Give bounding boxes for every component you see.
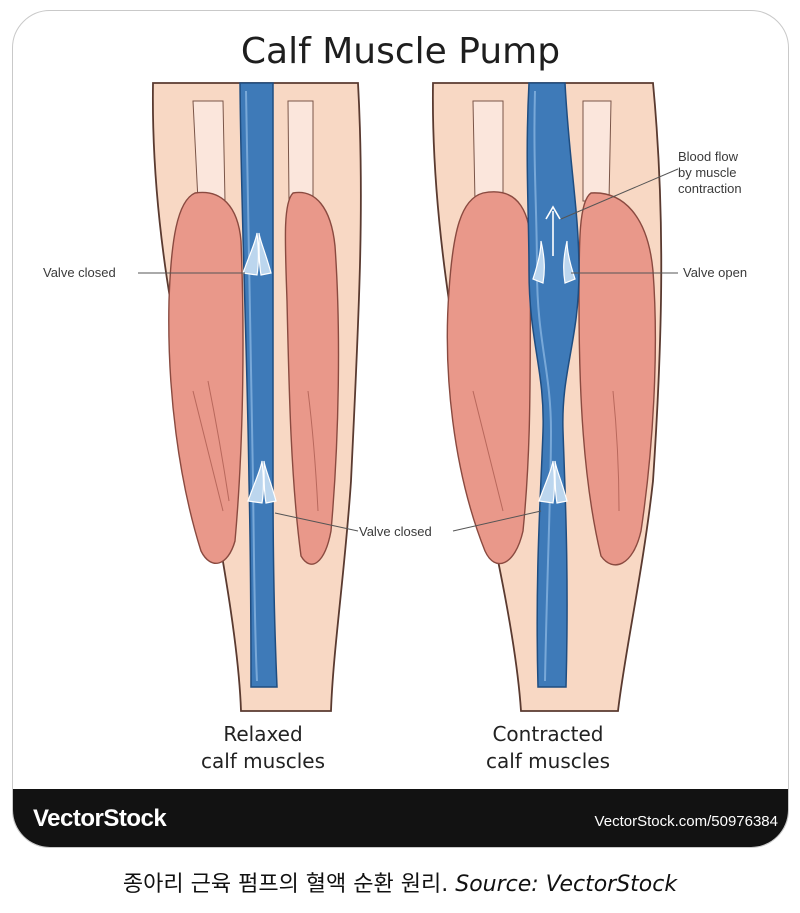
contracted-bone-left xyxy=(472,100,504,202)
contracted-bone-right xyxy=(582,100,612,202)
caption-korean: 종아리 근육 펌프의 혈액 순환 원리. xyxy=(122,872,449,897)
vectorstock-url: VectorStock.com/50976384 xyxy=(594,813,778,830)
relaxed-caption-line1: Relaxed xyxy=(223,722,303,746)
relaxed-caption-line2: calf muscles xyxy=(200,749,326,773)
label-blood-flow-line2: by muscle xyxy=(678,165,737,180)
relaxed-bone-left xyxy=(192,100,226,202)
contracted-vein xyxy=(526,82,580,688)
diagram-title: Calf Muscle Pump xyxy=(240,31,561,72)
contracted-muscle-striation xyxy=(472,390,620,512)
relaxed-valve-top xyxy=(242,232,272,276)
figure-caption: 종아리 근육 펌프의 혈액 순환 원리. Source: VectorStock xyxy=(0,866,800,898)
contracted-vein-highlight xyxy=(533,90,553,682)
contracted-caption-line1: Contracted xyxy=(492,722,604,746)
calf-pump-illustration xyxy=(138,82,679,712)
contracted-caption-line2: calf muscles xyxy=(485,749,611,773)
vectorstock-logo: VectorStock xyxy=(33,805,167,832)
label-valve-open: Valve open xyxy=(683,265,748,280)
contracted-caption: Contracted calf muscles xyxy=(418,721,678,775)
label-valve-closed-bottom: Valve closed xyxy=(359,524,432,539)
figure-card: Calf Muscle Pump xyxy=(12,10,789,848)
relaxed-leg xyxy=(138,82,362,712)
relaxed-muscle-left xyxy=(168,191,244,564)
relaxed-muscle-right xyxy=(284,191,340,565)
label-blood-flow: Blood flow by muscle contraction xyxy=(678,149,742,197)
blood-flow-arrow-icon xyxy=(545,205,561,256)
leader-blood-flow xyxy=(560,168,679,220)
vectorstock-bar: VectorStock VectorStock.com/50976384 xyxy=(13,789,788,847)
relaxed-caption: Relaxed calf muscles xyxy=(133,721,393,775)
leader-valve-closed-bottom-left xyxy=(274,512,359,532)
relaxed-valve-bottom xyxy=(247,460,277,504)
relaxed-vein-highlight xyxy=(245,90,258,682)
contracted-valve-closed xyxy=(538,460,568,504)
caption-source: Source: VectorStock xyxy=(455,872,678,897)
contracted-muscle-left xyxy=(446,191,532,565)
contracted-leg xyxy=(431,82,679,712)
leader-valve-closed-bottom-right xyxy=(452,510,542,532)
relaxed-muscle-striation xyxy=(192,380,319,512)
label-valve-closed-top: Valve closed xyxy=(43,265,116,280)
contracted-muscle-right xyxy=(578,192,657,566)
relaxed-bone-right xyxy=(287,100,314,202)
label-blood-flow-line3: contraction xyxy=(678,181,742,196)
label-blood-flow-line1: Blood flow xyxy=(678,149,738,164)
